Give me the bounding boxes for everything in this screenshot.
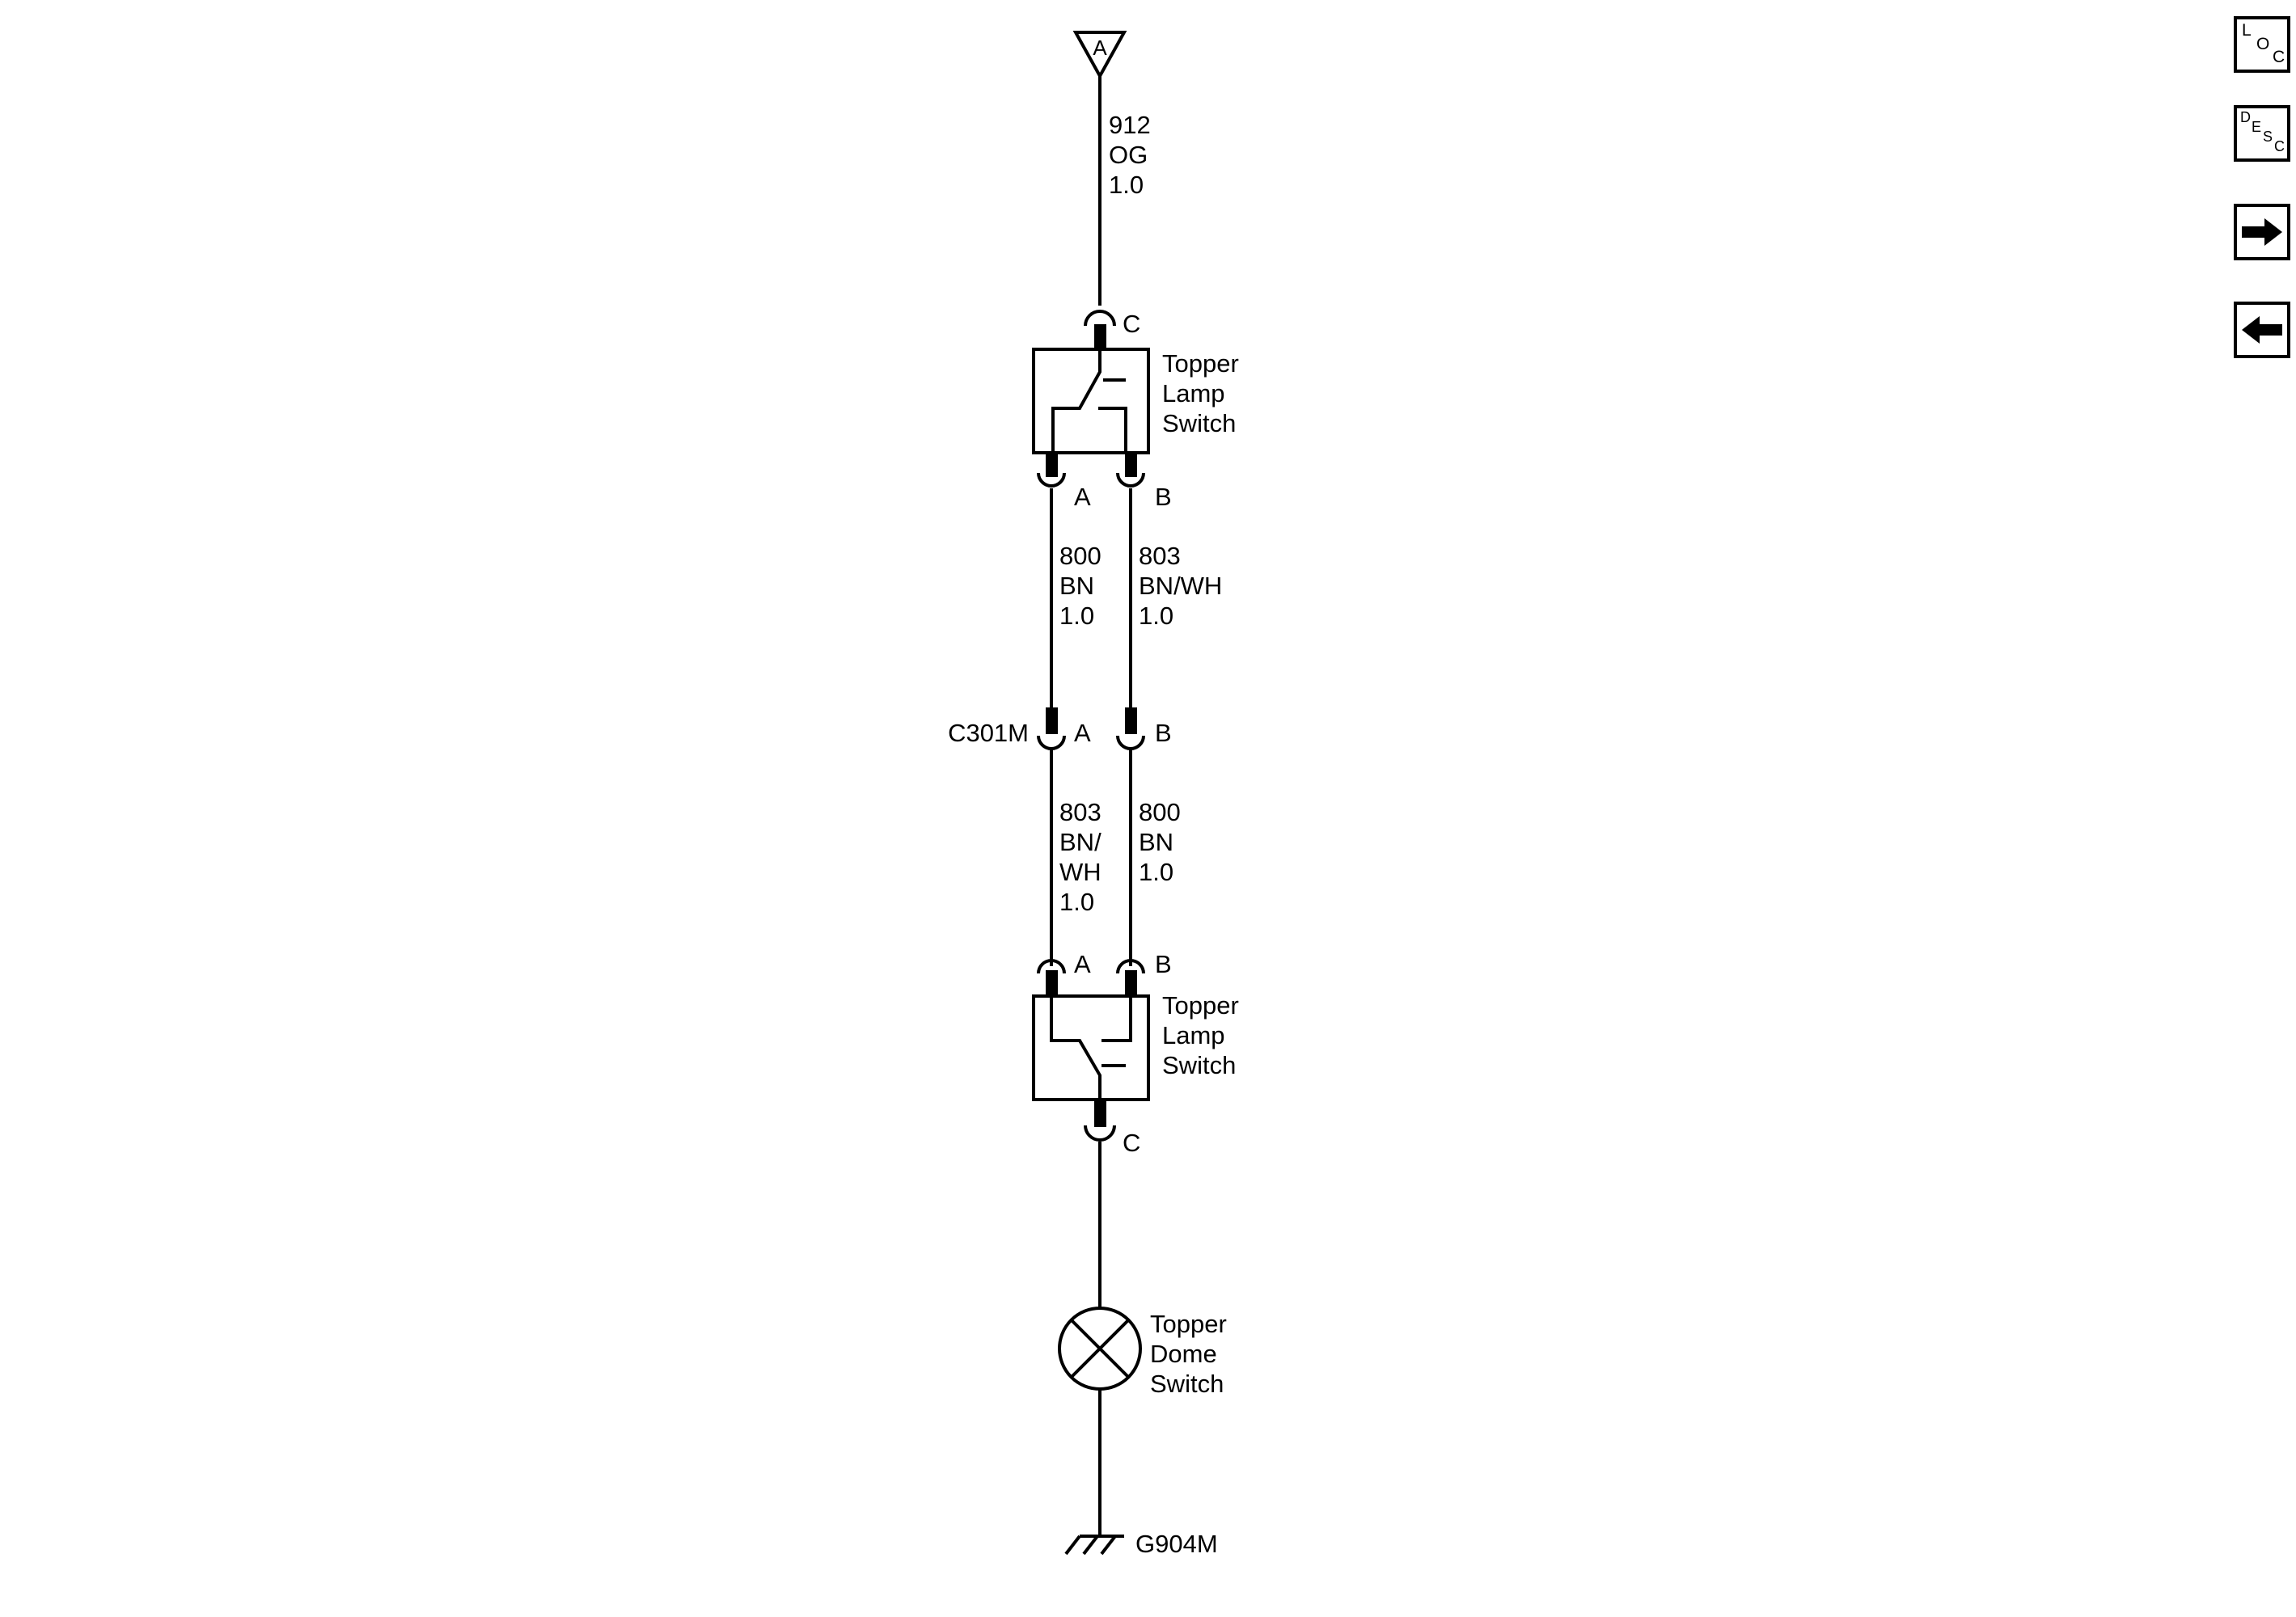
wire-800-upper-circuit: 800 [1059, 542, 1101, 570]
inline-connector-pin-b: B [1155, 719, 1172, 747]
upper-switch-name-2: Lamp [1162, 379, 1225, 407]
pin-body-c301m-b [1125, 707, 1137, 734]
lower-switch-box [1032, 994, 1150, 1101]
pin-hook-lower-b [1116, 959, 1145, 974]
wire-803-lower-color-2: WH [1059, 858, 1101, 886]
upper-switch-name-3: Switch [1162, 409, 1236, 437]
lamp-cross-2 [1070, 1319, 1130, 1378]
pin-hook-upper-c [1084, 310, 1116, 327]
lower-switch-pin-b: B [1155, 950, 1172, 978]
pin-hook-lower-c [1084, 1125, 1116, 1142]
lamp-name-2: Dome [1150, 1340, 1217, 1368]
wire-803-upper-color: BN/WH [1139, 572, 1222, 600]
loc-letter-c: C [2273, 48, 2285, 66]
lower-switch-contacts [1050, 996, 1132, 1100]
pin-hook-c301m-a [1037, 735, 1066, 750]
pin-hook-upper-a [1037, 472, 1066, 488]
source-connector-label: A [1093, 36, 1107, 60]
left-arrow-icon [2242, 316, 2282, 344]
upper-switch-pin-a: A [1074, 483, 1091, 511]
lower-switch-name-3: Switch [1162, 1051, 1236, 1079]
wire-803-lower-size: 1.0 [1059, 888, 1094, 916]
loc-letter-l: L [2242, 21, 2252, 40]
ground-symbol [1064, 1535, 1124, 1556]
pin-hook-c301m-b [1116, 735, 1145, 750]
desc-letter-d: D [2240, 109, 2251, 125]
wire-800-lower-size: 1.0 [1139, 858, 1173, 886]
ground-name: G904M [1135, 1530, 1218, 1558]
upper-switch-pin-c: C [1123, 310, 1140, 338]
desc-letter-s: S [2263, 129, 2273, 145]
upper-switch-name-1: Topper [1162, 349, 1239, 378]
wire-800-upper-color: BN [1059, 572, 1094, 600]
wire-912-size: 1.0 [1109, 171, 1144, 199]
description-button[interactable]: D E S C [2234, 105, 2290, 162]
inline-connector-name: C301M [948, 719, 1029, 747]
upper-switch-contacts [1051, 349, 1127, 453]
wire-912-color: OG [1109, 141, 1148, 169]
pin-hook-upper-b [1116, 472, 1145, 488]
wire-803-upper-circuit: 803 [1139, 542, 1181, 570]
previous-page-button[interactable] [2234, 302, 2290, 358]
loc-letter-o: O [2256, 35, 2270, 53]
next-page-button[interactable] [2234, 204, 2290, 260]
pin-body-upper-b [1125, 453, 1137, 477]
lower-switch-name-2: Lamp [1162, 1021, 1225, 1049]
pin-body-upper-c [1094, 324, 1106, 351]
pin-hook-lower-a [1037, 959, 1066, 974]
lower-switch-pin-a: A [1074, 950, 1091, 978]
wire-800-lower-circuit: 800 [1139, 798, 1181, 826]
wire-800-lower-color: BN [1139, 828, 1173, 856]
lower-switch-name-1: Topper [1162, 991, 1239, 1020]
source-connector-symbol [1072, 31, 1127, 80]
inline-connector-pin-a: A [1074, 719, 1091, 747]
pin-body-upper-a [1046, 453, 1058, 477]
right-arrow-icon [2242, 218, 2282, 246]
pin-body-lower-b [1125, 970, 1137, 996]
lower-switch-pin-c: C [1123, 1129, 1140, 1157]
wire-912-circuit: 912 [1109, 111, 1151, 139]
wire-803-upper-size: 1.0 [1139, 602, 1173, 630]
desc-letter-e: E [2252, 119, 2262, 135]
pin-body-lower-c [1094, 1100, 1106, 1127]
lamp-name-3: Switch [1150, 1370, 1224, 1398]
wire-800-upper-size: 1.0 [1059, 602, 1094, 630]
location-button[interactable]: L O C [2234, 16, 2290, 73]
wire-803-lower-color-1: BN/ [1059, 828, 1101, 856]
lamp-name-1: Topper [1150, 1310, 1227, 1338]
desc-letter-c: C [2274, 138, 2285, 154]
pin-body-c301m-a [1046, 707, 1058, 734]
pin-body-lower-a [1046, 970, 1058, 996]
upper-switch-pin-b: B [1155, 483, 1172, 511]
upper-switch-box [1032, 348, 1150, 454]
wire-803-lower-circuit: 803 [1059, 798, 1101, 826]
